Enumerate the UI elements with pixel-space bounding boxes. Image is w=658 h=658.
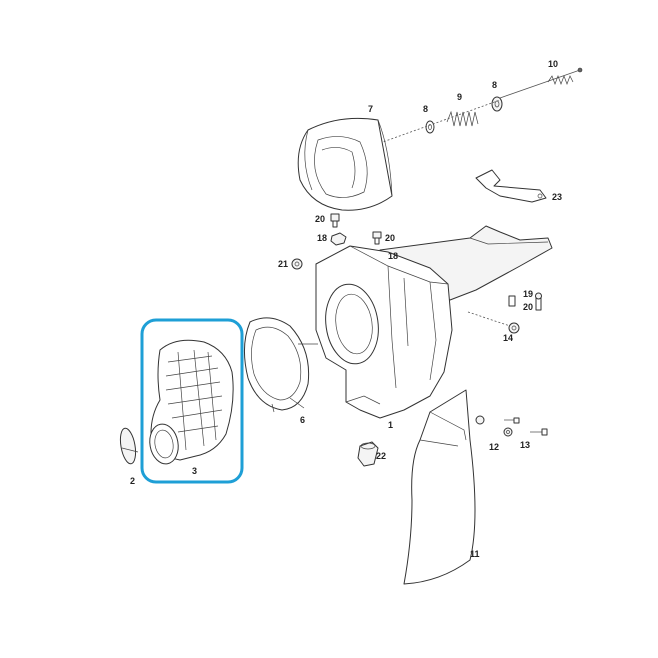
part-18-clip-left[interactable] bbox=[330, 232, 347, 246]
callout-20-mid: 20 bbox=[385, 233, 395, 243]
part-8-washer-left[interactable] bbox=[425, 120, 435, 134]
callout-12: 12 bbox=[489, 442, 499, 452]
part-21-nut[interactable] bbox=[291, 258, 303, 270]
part-13-bolt-top[interactable] bbox=[504, 417, 520, 424]
callout-19: 19 bbox=[523, 289, 533, 299]
callout-22: 22 bbox=[376, 451, 386, 461]
part-1-housing[interactable] bbox=[315, 225, 553, 419]
callout-13: 13 bbox=[520, 440, 530, 450]
callout-20-right: 20 bbox=[523, 302, 533, 312]
part-7-cover[interactable] bbox=[297, 117, 393, 211]
callout-23: 23 bbox=[552, 192, 562, 202]
callout-2: 2 bbox=[130, 476, 135, 486]
part-9-spring[interactable] bbox=[446, 110, 479, 127]
part-10-shaft[interactable] bbox=[499, 67, 583, 99]
callout-8-right: 8 bbox=[492, 80, 497, 90]
callout-1: 1 bbox=[388, 420, 393, 430]
part-8-washer-right[interactable] bbox=[491, 96, 503, 112]
part-11-flap[interactable] bbox=[403, 389, 476, 585]
part-19-bolt[interactable] bbox=[508, 295, 516, 307]
callout-8-left: 8 bbox=[423, 104, 428, 114]
callout-6: 6 bbox=[300, 415, 305, 425]
part-13-bolt-bottom[interactable] bbox=[530, 428, 548, 436]
callout-labels: 1 2 3 6 7 8 8 9 10 11 12 13 14 18 18 19 … bbox=[130, 59, 562, 559]
part-12-nut[interactable] bbox=[475, 415, 485, 425]
callout-10: 10 bbox=[548, 59, 558, 69]
part-14-nut[interactable] bbox=[508, 322, 520, 334]
callout-7: 7 bbox=[368, 104, 373, 114]
highlight-frame bbox=[140, 318, 244, 484]
part-20-bolt-right[interactable] bbox=[535, 292, 542, 311]
part-12-washer[interactable] bbox=[503, 427, 513, 437]
part-3-intake-duct[interactable] bbox=[147, 339, 234, 466]
callout-11: 11 bbox=[470, 549, 480, 559]
part-22-grommet[interactable] bbox=[357, 441, 379, 467]
callout-20-top: 20 bbox=[315, 214, 325, 224]
callout-21: 21 bbox=[278, 259, 288, 269]
callout-9: 9 bbox=[457, 92, 462, 102]
part-2-clamp[interactable] bbox=[118, 427, 139, 465]
part-23-bracket[interactable] bbox=[475, 169, 547, 203]
part-20-bolt-top[interactable] bbox=[330, 213, 340, 228]
callout-18-left: 18 bbox=[317, 233, 327, 243]
part-20-bolt-mid[interactable] bbox=[372, 231, 382, 245]
part-6-flange[interactable] bbox=[244, 317, 318, 413]
callout-14: 14 bbox=[503, 333, 513, 343]
callout-3: 3 bbox=[192, 466, 197, 476]
callout-18-right: 18 bbox=[388, 251, 398, 261]
